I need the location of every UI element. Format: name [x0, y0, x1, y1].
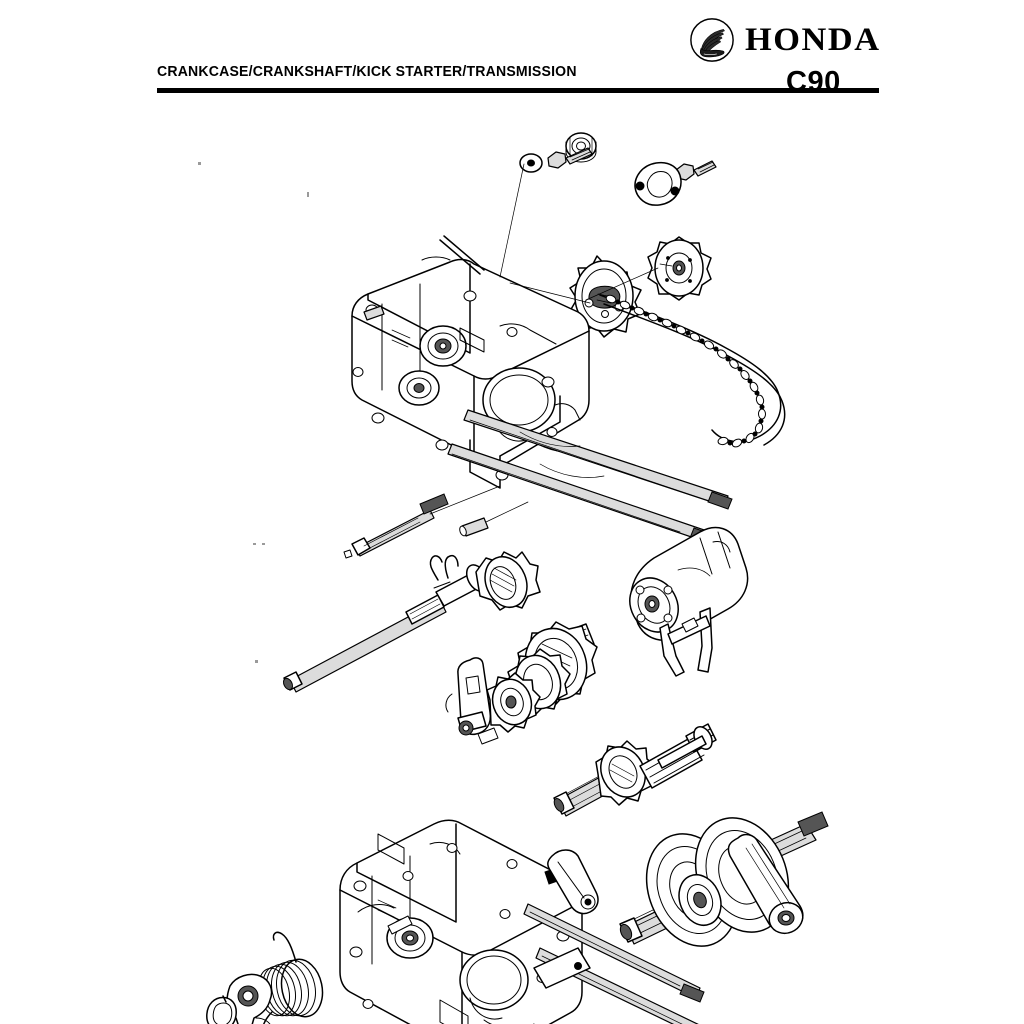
gear-small [486, 672, 541, 733]
bolt-hatch [451, 419, 701, 533]
case-lug-plate [533, 947, 591, 989]
cam-chain [599, 294, 786, 448]
spring-guide [226, 973, 273, 1024]
shift-fork-legs [659, 607, 713, 677]
crankshaft-assembly [619, 811, 829, 947]
page-header: HONDA C90 CRANKCASE/CRANKSHAFT/KICK STAR… [0, 0, 1024, 100]
coil-spring [258, 931, 324, 1024]
hex-bolt-upper [547, 147, 593, 169]
kick-starter-pinion [475, 551, 541, 611]
sealing-washer [519, 153, 543, 173]
gearshift-spindle [343, 493, 449, 559]
left-crankcase-half [351, 256, 590, 489]
honda-wing-emblem-icon [690, 18, 734, 62]
case-detail-lines [519, 431, 605, 478]
exploded-diagram [0, 100, 1024, 1024]
header-divider [157, 88, 879, 93]
mainshaft-spline-cluster [639, 723, 717, 789]
chain-pins [615, 299, 765, 446]
brand-row: HONDA [688, 16, 879, 64]
crankcase-through-bolt-a [463, 409, 733, 510]
sprocket-retaining-plate [634, 161, 682, 206]
sprocket-bolt-right [675, 160, 717, 181]
mainshaft [553, 723, 717, 817]
upper-guide-rod [439, 235, 485, 275]
shift-fork-countershaft [445, 657, 499, 745]
countershaft-gear-cluster [445, 621, 598, 745]
cam-chain-sprocket [647, 236, 712, 301]
leader-line-2 [509, 282, 591, 304]
shift-fork-lower [547, 849, 599, 915]
leader-line [499, 163, 525, 278]
brand-block: HONDA C90 [688, 16, 888, 97]
scan-artifacts [198, 162, 309, 663]
chain-links [605, 294, 767, 448]
gearshift-drum [629, 526, 749, 677]
kick-starter-return-spring [206, 931, 324, 1024]
right-crankcase-half [339, 819, 583, 1024]
crankcase-bolt-holes [352, 290, 558, 481]
dowel-pin [459, 517, 489, 537]
kick-starter-spindle [282, 551, 541, 693]
leader-line-4 [429, 485, 529, 523]
leader-line-3 [585, 267, 659, 301]
lug-hole [574, 962, 582, 970]
mainshaft-gear [595, 740, 656, 806]
circlip [206, 995, 237, 1024]
exploded-diagram-svg [198, 132, 829, 1024]
page-title: CRANKCASE/CRANKSHAFT/KICK STARTER/TRANSM… [157, 64, 577, 80]
brand-name: HONDA [745, 21, 881, 58]
